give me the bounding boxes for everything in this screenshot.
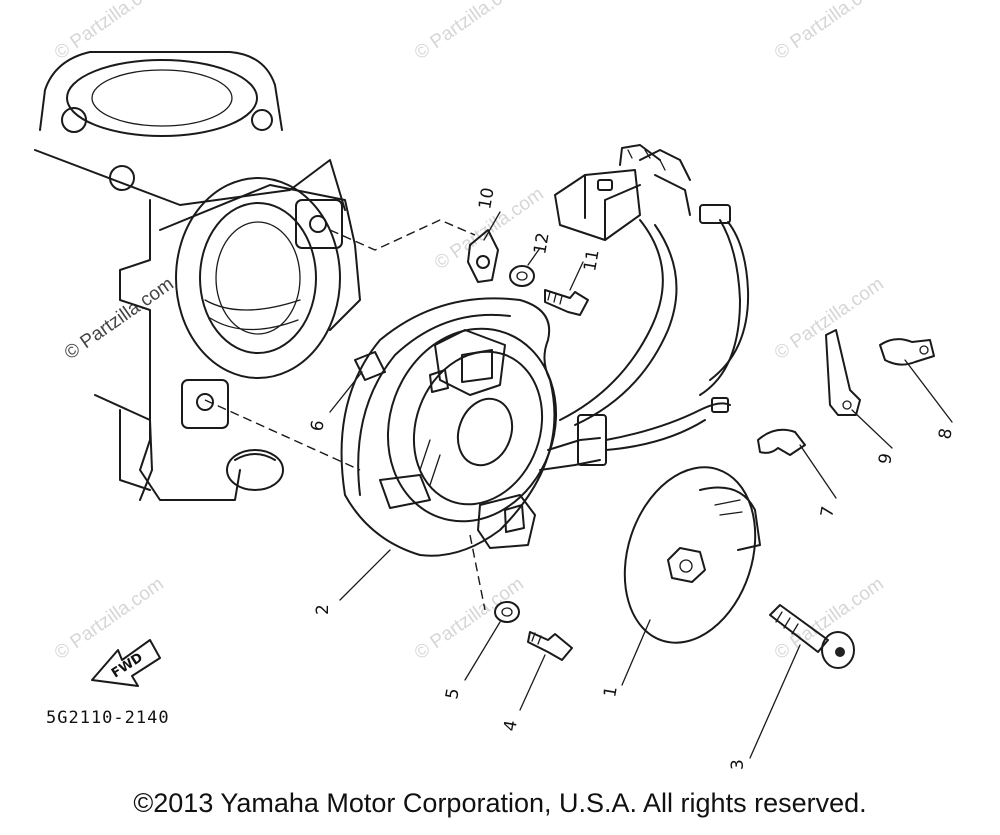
part-10-bracket bbox=[467, 229, 499, 283]
callout-3: 3 bbox=[728, 759, 748, 770]
callout-6: 6 bbox=[307, 419, 329, 433]
watermark: © Partzilla.com bbox=[51, 573, 168, 664]
part-8-clamp bbox=[879, 338, 935, 366]
part-11-screw bbox=[544, 289, 589, 316]
watermark: © Partzilla.com bbox=[771, 0, 888, 64]
callout-10: 10 bbox=[475, 186, 498, 211]
callouts: 1 2 3 4 5 6 7 8 9 10 11 12 bbox=[307, 186, 957, 770]
callout-8: 8 bbox=[935, 427, 957, 441]
watermark: © Partzilla.com bbox=[771, 573, 888, 664]
callout-5: 5 bbox=[442, 687, 464, 701]
callout-9: 9 bbox=[875, 452, 897, 466]
part-7-clamp bbox=[757, 428, 806, 456]
part-1-rotor bbox=[623, 466, 761, 644]
watermark: © Partzilla.com bbox=[411, 573, 528, 664]
callout-1: 1 bbox=[600, 685, 622, 699]
watermark: © Partzilla.com bbox=[411, 0, 528, 64]
copyright-notice: ©2013 Yamaha Motor Corporation, U.S.A. A… bbox=[133, 788, 867, 818]
callout-2: 2 bbox=[313, 604, 333, 615]
leader-lines bbox=[329, 211, 953, 759]
callout-12: 12 bbox=[530, 231, 553, 256]
assembly-lines bbox=[204, 219, 486, 611]
crankcase bbox=[34, 51, 361, 501]
part-9-plate bbox=[825, 329, 861, 416]
watermark: © Partzilla.com bbox=[51, 0, 168, 64]
diagram-part-code: 5G2110-2140 bbox=[46, 708, 170, 728]
stator-assembly bbox=[340, 204, 750, 557]
part-12-washer bbox=[509, 265, 535, 287]
wiring-connector bbox=[554, 144, 691, 241]
callout-4: 4 bbox=[500, 719, 522, 733]
part-5-washer bbox=[494, 601, 520, 623]
part-3-bolt bbox=[769, 604, 855, 669]
watermark: © Partzilla.com bbox=[771, 273, 888, 364]
callout-7: 7 bbox=[817, 505, 839, 519]
fwd-arrow: FWD bbox=[91, 639, 161, 687]
part-4-screw bbox=[527, 631, 573, 661]
callout-11: 11 bbox=[580, 248, 603, 273]
